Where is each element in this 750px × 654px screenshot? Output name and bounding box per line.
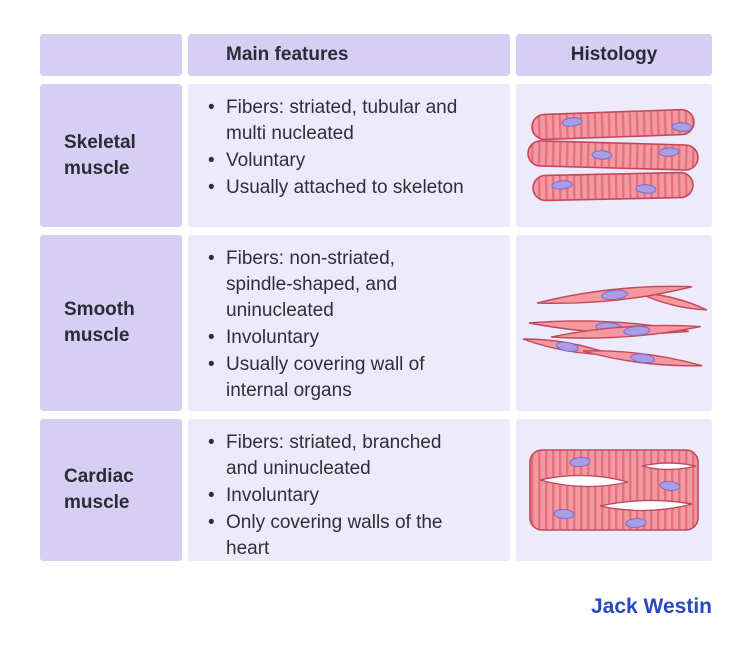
main-features-header: Main features — [188, 34, 510, 76]
row-label-skeletal-muscle: Skeletal muscle — [40, 84, 182, 227]
histology-header: Histology — [516, 34, 712, 76]
feature-item: Only covering walls of the heart — [202, 510, 466, 562]
feature-item: Involuntary — [202, 483, 466, 509]
histology-cardiac-muscle — [516, 419, 712, 561]
feature-item: Fibers: striated, branched and uninuclea… — [202, 430, 466, 482]
row-label-smooth-muscle: Smooth muscle — [40, 235, 182, 411]
muscle-comparison-table: Main features Histology Skeletal muscle … — [40, 34, 712, 561]
jack-westin-logo: Jack Westin — [590, 595, 712, 618]
histology-smooth-muscle — [516, 235, 712, 411]
features-smooth-muscle: Fibers: non-striated, spindle-shaped, an… — [188, 235, 510, 411]
feature-item: Usually covering wall of internal organs — [202, 352, 466, 404]
row-label-cardiac-muscle: Cardiac muscle — [40, 419, 182, 561]
histology-skeletal-muscle — [516, 84, 712, 227]
feature-item: Fibers: non-striated, spindle-shaped, an… — [202, 246, 466, 324]
feature-item: Involuntary — [202, 325, 466, 351]
features-list: Fibers: striated, branched and uninuclea… — [202, 430, 466, 562]
features-list: Fibers: striated, tubular and multi nucl… — [202, 95, 466, 201]
features-skeletal-muscle: Fibers: striated, tubular and multi nucl… — [188, 84, 510, 227]
feature-item: Usually attached to skeleton — [202, 175, 466, 201]
smooth-muscle-illustration — [522, 285, 707, 367]
cardiac-muscle-illustration — [529, 449, 699, 531]
features-list: Fibers: non-striated, spindle-shaped, an… — [202, 246, 466, 404]
corner-cell — [40, 34, 182, 76]
feature-item: Voluntary — [202, 148, 466, 174]
feature-item: Fibers: striated, tubular and multi nucl… — [202, 95, 466, 147]
features-cardiac-muscle: Fibers: striated, branched and uninuclea… — [188, 419, 510, 561]
skeletal-muscle-illustration — [527, 108, 699, 201]
